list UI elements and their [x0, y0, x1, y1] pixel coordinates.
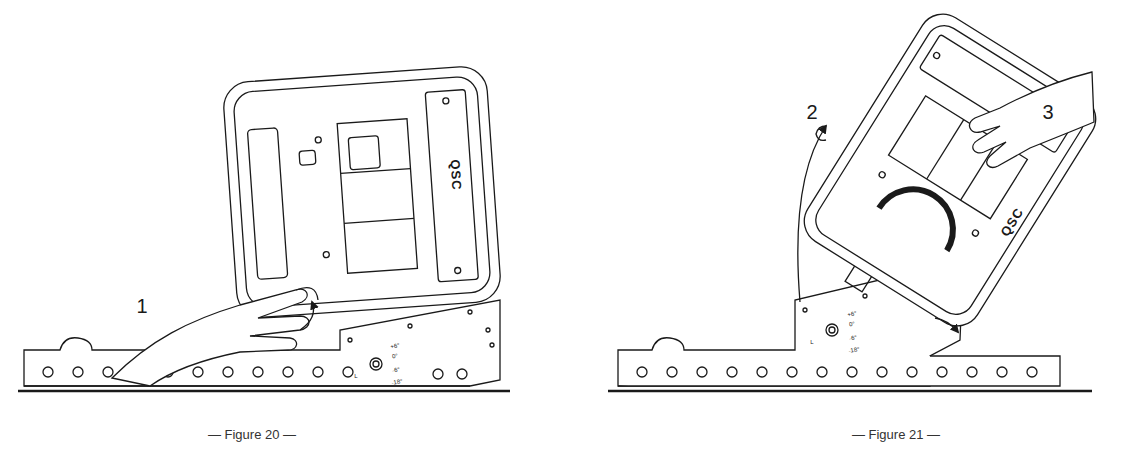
figure-caption: — Figure 21 — [852, 428, 940, 441]
brand-logo: QSC [447, 157, 464, 193]
side-mark: L [810, 339, 813, 345]
hand [970, 72, 1094, 167]
side-mark: L [354, 373, 357, 379]
ground-line [608, 390, 1092, 393]
callout-number: 2 [806, 102, 817, 122]
ground-line [18, 390, 510, 393]
angle-mark: 0° [849, 321, 856, 328]
bracket-edge [24, 385, 470, 386]
hand [112, 289, 309, 386]
callout-number: 3 [1040, 101, 1055, 123]
callout-number: 1 [134, 295, 149, 317]
figure-caption: — Figure 20 — [208, 428, 296, 441]
motion-arrow [798, 126, 826, 302]
hook [816, 126, 826, 140]
angle-mark: 0° [392, 353, 399, 360]
motion-arrow [935, 318, 958, 332]
motion-arrow [300, 302, 314, 330]
speaker-cabinet [786, 5, 1105, 350]
latch-arrow [296, 288, 318, 300]
speaker-cabinet [222, 65, 502, 319]
bracket-base [618, 356, 1060, 386]
